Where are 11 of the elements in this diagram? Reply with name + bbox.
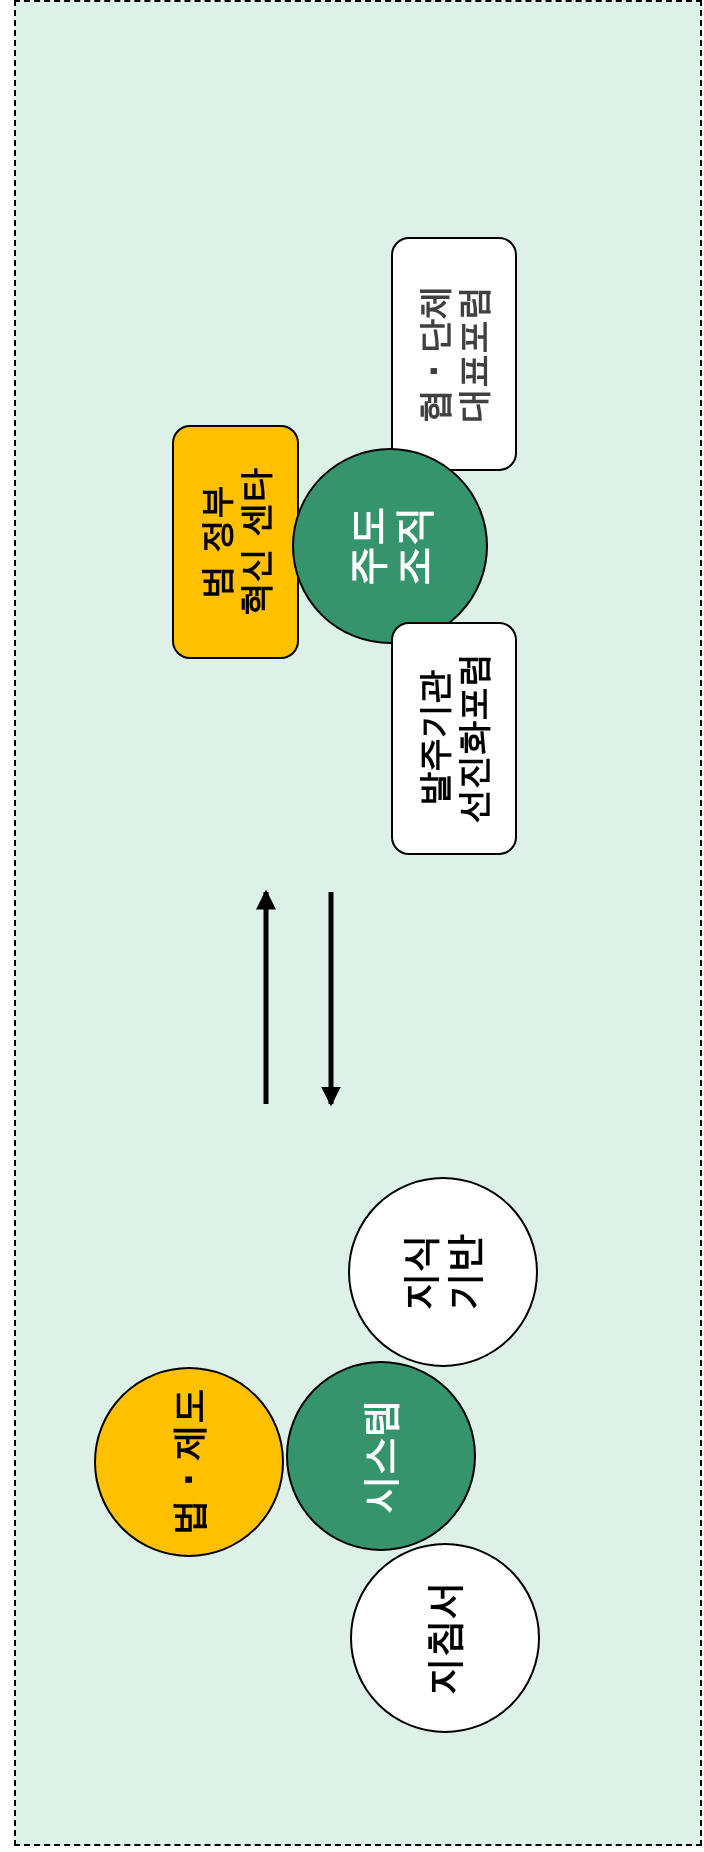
node-label: 협 · 단체 대표포럼 xyxy=(414,283,494,426)
rounded-box xyxy=(391,237,517,471)
node-label: 주도 조직 xyxy=(344,505,436,588)
rounded-box xyxy=(391,622,517,855)
node-label: 시스템 xyxy=(359,1398,403,1515)
node-label: 지침서 xyxy=(423,1580,467,1697)
node-label: 범 정부 혁신 센타 xyxy=(196,467,275,618)
node-label: 지식 기반 xyxy=(399,1233,487,1312)
node-label: 발주기관 선진화포럼 xyxy=(414,652,494,826)
node-label: 법 · 제도 xyxy=(168,1387,210,1538)
rounded-box xyxy=(172,425,299,659)
